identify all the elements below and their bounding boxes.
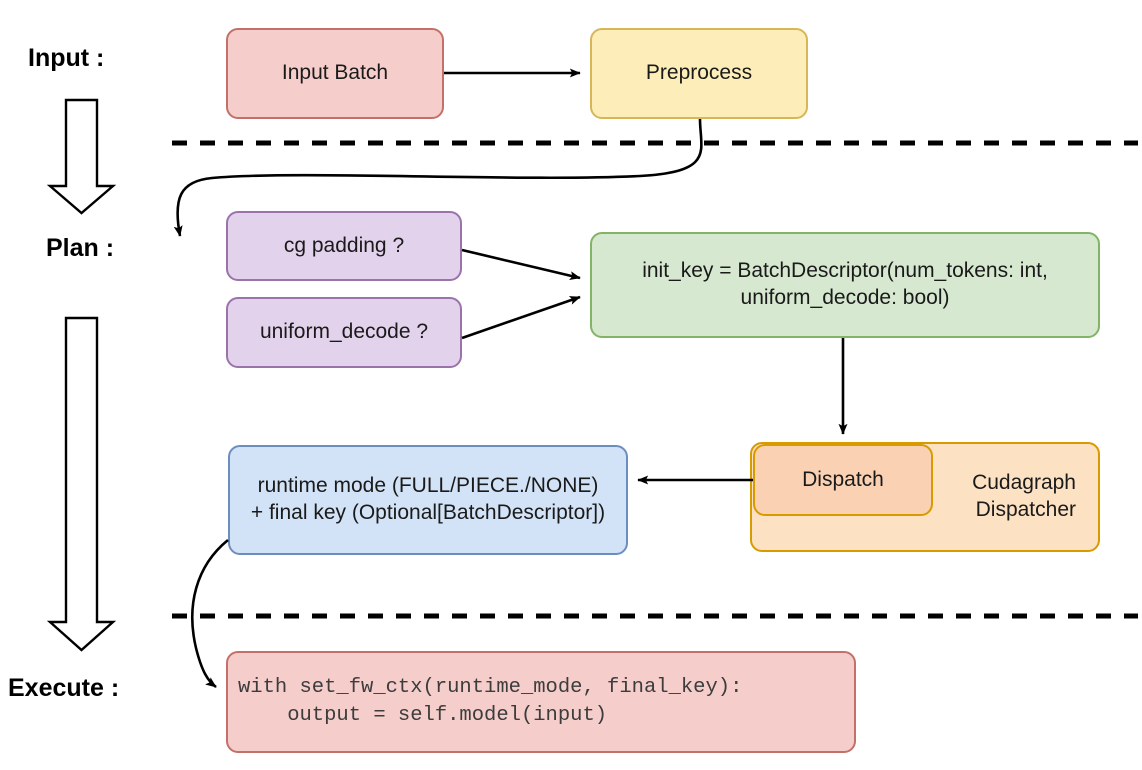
plan-to-execute-flow-arrow bbox=[46, 316, 117, 652]
node-uniform-decode[interactable]: uniform_decode ? bbox=[226, 297, 462, 368]
node-input-batch[interactable]: Input Batch bbox=[226, 28, 444, 119]
connector-uniform-decode-to-init-key bbox=[461, 295, 581, 340]
connector-cg-padding-to-init-key bbox=[461, 248, 581, 281]
node-exec-code[interactable]: with set_fw_ctx(runtime_mode, final_key)… bbox=[226, 651, 856, 753]
stage-label-plan: Plan : bbox=[46, 234, 115, 262]
node-init-key-line1: init_key = BatchDescriptor(num_tokens: i… bbox=[642, 259, 1048, 283]
node-exec-code-line1: with set_fw_ctx(runtime_mode, final_key)… bbox=[238, 676, 743, 700]
stage-label-execute: Execute : bbox=[8, 674, 120, 702]
node-dispatch[interactable]: Dispatch bbox=[753, 444, 933, 516]
node-runtime-mode-line2: + final key (Optional[BatchDescriptor]) bbox=[250, 501, 606, 524]
connector-runtime-mode-to-exec-code bbox=[190, 538, 229, 689]
node-exec-code-line2: output = self.model(input) bbox=[238, 704, 608, 727]
input-to-plan-flow-arrow bbox=[46, 98, 117, 215]
node-preprocess[interactable]: Preprocess bbox=[590, 28, 808, 119]
node-init-key-line2: uniform_decode: bool) bbox=[740, 286, 950, 309]
node-cudagraph-dispatcher-line2: Dispatcher bbox=[975, 498, 1076, 521]
node-cudagraph-dispatcher-line1: Cudagraph bbox=[972, 471, 1076, 495]
stage-label-input: Input : bbox=[28, 44, 105, 72]
node-init-key[interactable]: init_key = BatchDescriptor(num_tokens: i… bbox=[590, 232, 1100, 338]
node-runtime-mode-line1: runtime mode (FULL/PIECE./NONE) bbox=[257, 474, 599, 498]
node-runtime-mode[interactable]: runtime mode (FULL/PIECE./NONE) + final … bbox=[228, 445, 628, 555]
node-cg-padding[interactable]: cg padding ? bbox=[226, 211, 462, 281]
